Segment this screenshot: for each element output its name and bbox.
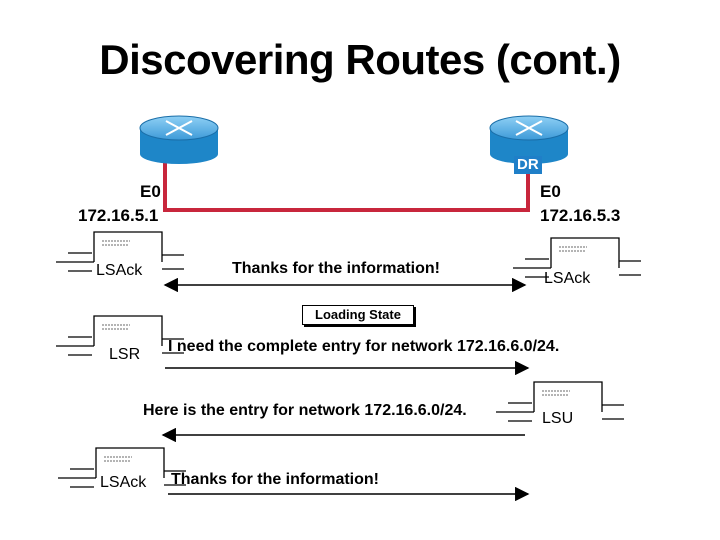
left-ip-label: 172.16.5.1 xyxy=(78,206,159,225)
packet-label: LSAck xyxy=(96,262,143,279)
packet-label: LSR xyxy=(109,346,141,363)
dr-badge: DR xyxy=(514,156,542,174)
exchange-message: Here is the entry for network 172.16.6.0… xyxy=(143,402,467,419)
exchange-message: Thanks for the information! xyxy=(232,260,440,277)
left-interface-label: E0 xyxy=(140,182,161,201)
exchange-message: I need the complete entry for network 17… xyxy=(168,338,560,355)
network-link xyxy=(163,160,530,212)
exchange-message: Thanks for the information! xyxy=(171,471,379,488)
loading-state-label: Loading State xyxy=(302,305,414,325)
right-interface-label: E0 xyxy=(540,182,561,201)
right-router-icon xyxy=(489,115,569,164)
left-router-icon xyxy=(139,115,219,164)
right-ip-label: 172.16.5.3 xyxy=(540,206,621,225)
packet-label: LSU xyxy=(542,410,574,427)
packet-label: LSAck xyxy=(544,270,591,287)
packet-label: LSAck xyxy=(100,474,147,491)
page-title: Discovering Routes (cont.) xyxy=(99,36,621,83)
